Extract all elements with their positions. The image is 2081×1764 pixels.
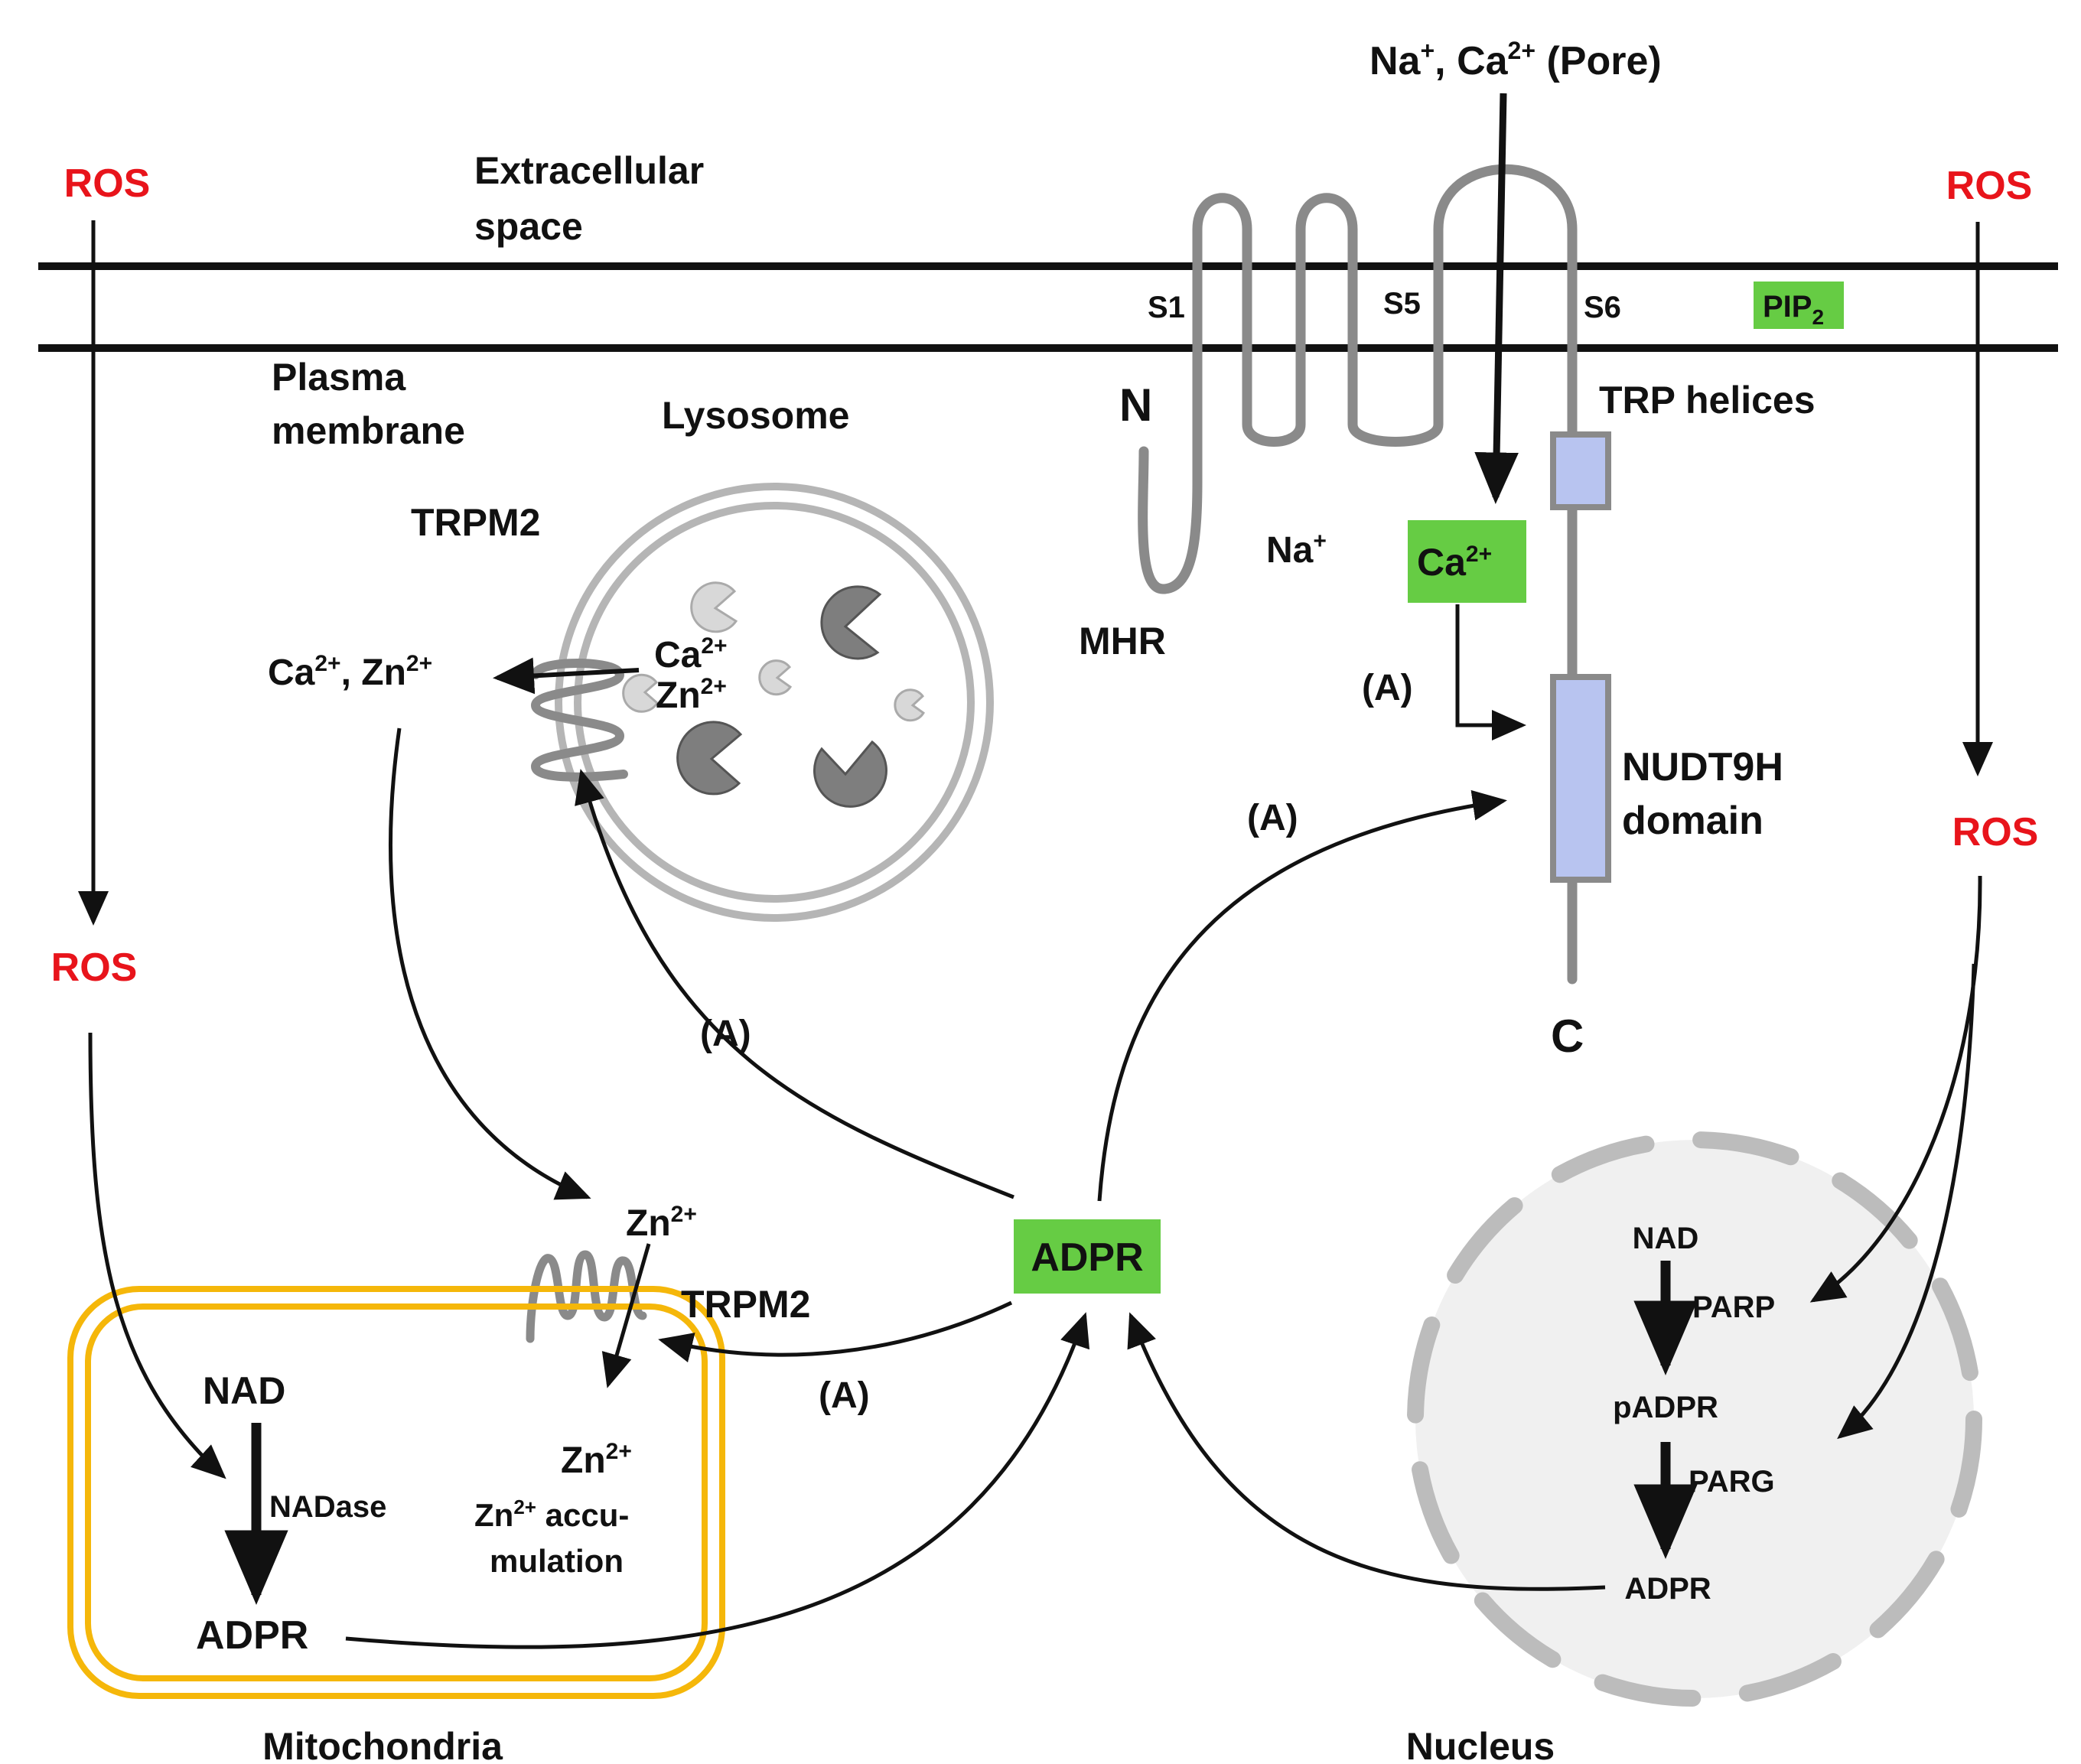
arrow-adpr-to-mito-trpm2: [658, 1300, 1013, 1362]
adpr-center-box: [1014, 1219, 1161, 1294]
arrow-nuc-adpr-to-adpr: [1127, 1312, 1606, 1591]
lysosome-enzyme-dark: [813, 740, 887, 808]
adpr-center-label: ADPR: [1031, 1235, 1143, 1280]
trpm2-lysosome-label: TRPM2: [411, 501, 540, 544]
plasma-trpm2-channel: [1138, 164, 1578, 985]
nudt9h-label-2: domain: [1622, 799, 1763, 843]
arrow-adpr-to-nudt9h: [1097, 789, 1507, 1202]
arrow-zn-into-mito: [601, 1243, 651, 1388]
arrow-ros-left-to-mito: [88, 1032, 226, 1479]
mito-nadase-label: NADase: [269, 1490, 386, 1524]
lys-ca-label: Ca2+: [654, 633, 728, 675]
ca-box-label: Ca2+: [1417, 541, 1492, 584]
zn-cytosol-label: Zn2+: [626, 1202, 697, 1244]
ros-right: ROS: [1952, 810, 2039, 854]
s6-label: S6: [1584, 291, 1621, 324]
plasma-membrane-label: Plasma: [272, 356, 406, 399]
zn-accumulation-label-2: mulation: [490, 1543, 624, 1579]
labels: ROS ROS ROS ROS Extracellular space Plas…: [51, 37, 2039, 1764]
ros-top-left: ROS: [64, 161, 151, 206]
nuc-parg-label: PARG: [1689, 1465, 1775, 1499]
plasma-membrane-label-2: membrane: [272, 409, 465, 452]
lysosome: [555, 483, 994, 922]
lysosome-enzyme-dark: [820, 585, 882, 660]
ros-left: ROS: [51, 945, 138, 990]
lysosome-enzyme-dark: [676, 721, 743, 796]
a-label-lysosome: (A): [700, 1014, 751, 1054]
a-label-mito: (A): [819, 1375, 870, 1416]
extracellular-label-2: space: [474, 205, 583, 248]
mito-adpr-label: ADPR: [196, 1613, 308, 1658]
mito-trpm2-channel: [526, 1250, 647, 1343]
lysosome-enzyme-light: [758, 659, 793, 696]
mitochondria: [67, 1286, 725, 1699]
pip2-box: [1754, 282, 1844, 329]
n-terminus-label: N: [1119, 379, 1152, 431]
mito-zn-label: Zn2+: [561, 1439, 632, 1481]
lysosome-enzyme-light: [690, 581, 738, 633]
released-ions-label: Ca2+, Zn2+: [268, 651, 432, 693]
lysosome-enzyme-light: [894, 688, 925, 722]
lysosome-enzyme-light: [622, 673, 659, 713]
nucleus-label: Nucleus: [1406, 1725, 1555, 1764]
a-label-nudt: (A): [1247, 798, 1298, 838]
arrow-ros-to-parg: [1837, 963, 1976, 1440]
nuc-adpr-label: ADPR: [1624, 1572, 1711, 1606]
s1-label: S1: [1148, 291, 1185, 324]
a-label-ca: (A): [1362, 668, 1413, 708]
nudt9h-label: NUDT9H: [1622, 745, 1783, 789]
trp-helices-box: [1550, 431, 1611, 510]
nuc-parp-label: PARP: [1692, 1290, 1775, 1324]
nudt9h-domain-box: [1550, 674, 1611, 883]
pip2-label: PIP2: [1763, 290, 1824, 329]
arrow-ca-zn-to-zn: [388, 727, 591, 1200]
s5-label: S5: [1383, 287, 1421, 321]
zn-accumulation-label: Zn2+ accu-: [474, 1495, 629, 1533]
arrow-mito-adpr-to-adpr: [345, 1312, 1090, 1649]
trpm2-mito-label: TRPM2: [681, 1283, 810, 1326]
extracellular-label: Extracellular: [474, 149, 704, 192]
trp-helices-label: TRP helices: [1599, 379, 1816, 421]
lys-zn-label: Zn2+: [656, 674, 727, 716]
c-terminus-label: C: [1551, 1011, 1584, 1062]
mitochondria-label: Mitochondria: [262, 1725, 503, 1764]
ca-box: [1408, 520, 1526, 603]
arrow-adpr-to-lysosome: [575, 769, 1014, 1199]
arrow-pore-in: [1474, 93, 1519, 504]
arrow-lys-release: [493, 657, 640, 695]
nuc-padpr-label: pADPR: [1613, 1391, 1718, 1424]
mhr-label: MHR: [1079, 620, 1166, 662]
arrow-ca-to-nudt9h: [1455, 604, 1526, 740]
mito-nad-label: NAD: [203, 1369, 285, 1412]
pore-label: Na+, Ca2+ (Pore): [1369, 37, 1662, 83]
ros-top-right: ROS: [1946, 164, 2033, 208]
nuc-nad-label: NAD: [1633, 1222, 1699, 1255]
arrows: [78, 93, 1993, 1649]
na-in-label: Na+: [1266, 529, 1327, 571]
arrow-ros-to-parp: [1809, 875, 1982, 1303]
lysosome-label: Lysosome: [662, 394, 849, 437]
